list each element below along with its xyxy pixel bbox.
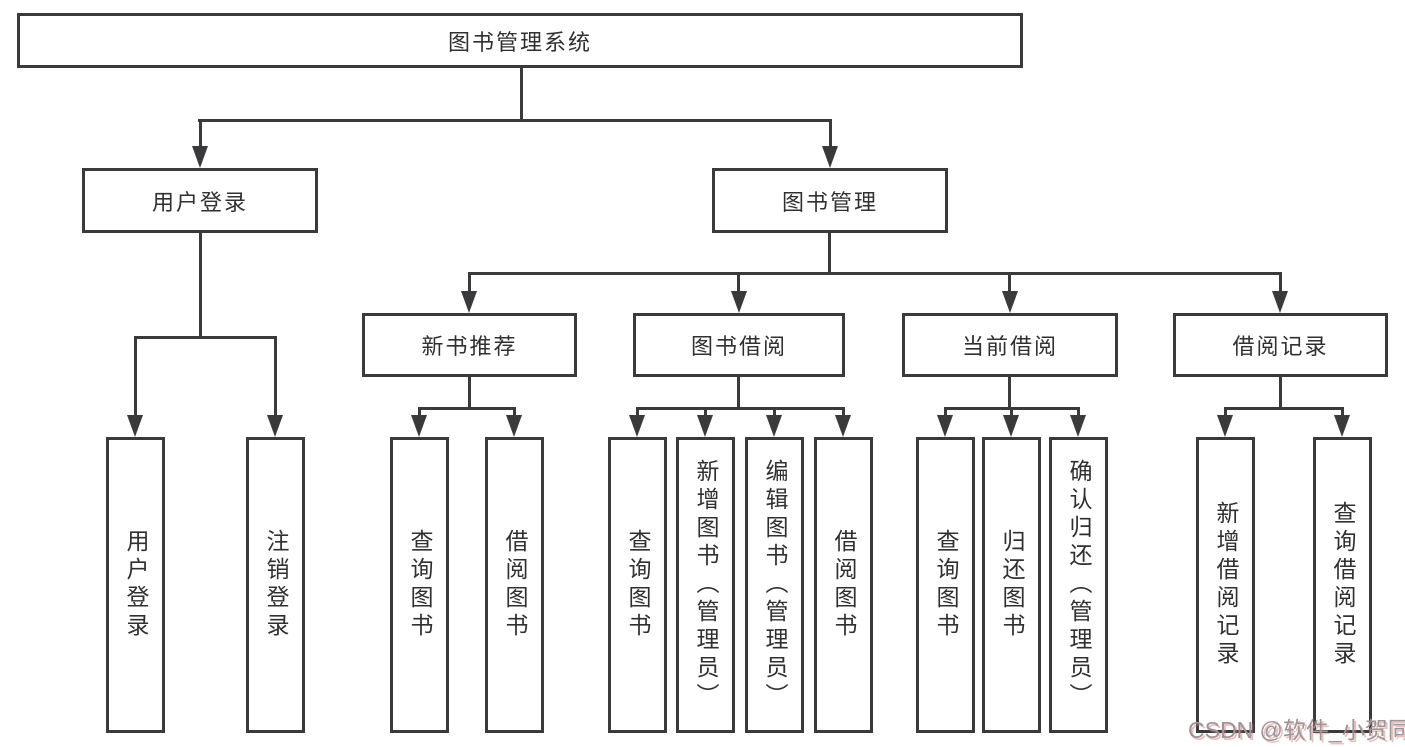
edge-line	[1077, 407, 1080, 417]
node-borrow-records: 借阅记录	[1173, 313, 1388, 377]
arrowhead-down-icon	[127, 415, 143, 437]
leaf-confirm-return-admin: 确认归还（管理员）	[1049, 437, 1108, 733]
edge-line	[418, 407, 421, 417]
edge-line	[704, 407, 707, 417]
leaf-add-borrow-record: 新增借阅记录	[1196, 437, 1255, 733]
edge-line	[198, 119, 832, 122]
edge-line	[829, 119, 832, 148]
arrowhead-down-icon	[835, 415, 851, 437]
leaf-query-books-current: 查询图书	[916, 437, 975, 733]
arrowhead-down-icon	[731, 291, 747, 313]
arrowhead-down-icon	[506, 415, 522, 437]
arrowhead-down-icon	[697, 415, 713, 437]
edge-line	[134, 336, 137, 417]
edge-line	[636, 407, 639, 417]
edge-line	[199, 119, 202, 148]
leaf-user-login: 用户登录	[106, 437, 165, 733]
edge-line	[1341, 407, 1344, 417]
edge-line	[1224, 407, 1227, 417]
node-new-book-recommend: 新书推荐	[362, 313, 577, 377]
node-book-borrow: 图书借阅	[633, 313, 845, 377]
arrowhead-down-icon	[1217, 415, 1233, 437]
leaf-add-book-admin: 新增图书（管理员）	[676, 437, 735, 733]
edge-line	[737, 377, 740, 410]
edge-line	[468, 272, 1281, 275]
leaf-return-book: 归还图书	[982, 437, 1041, 733]
arrowhead-down-icon	[629, 415, 645, 437]
edge-line	[1010, 407, 1013, 417]
leaf-query-books-borrow: 查询图书	[608, 437, 667, 733]
edge-line	[737, 272, 740, 293]
node-user-login: 用户登录	[82, 168, 318, 233]
leaf-borrow-books-recommend: 借阅图书	[485, 437, 544, 733]
edge-line	[274, 336, 277, 417]
edge-line	[842, 407, 845, 417]
edge-line	[1224, 407, 1344, 410]
arrowhead-down-icon	[1002, 291, 1018, 313]
edge-line	[1279, 377, 1282, 410]
edge-line	[1008, 272, 1011, 293]
node-root: 图书管理系统	[17, 13, 1023, 68]
arrowhead-down-icon	[822, 146, 838, 168]
edge-line	[520, 68, 523, 120]
arrowhead-down-icon	[1070, 415, 1086, 437]
edge-line	[418, 407, 516, 410]
node-current-borrow: 当前借阅	[902, 313, 1118, 377]
edge-line	[1279, 272, 1282, 293]
leaf-query-borrow-record: 查询借阅记录	[1313, 437, 1372, 733]
leaf-edit-book-admin: 编辑图书（管理员）	[745, 437, 804, 733]
edge-line	[944, 407, 947, 417]
node-book-management: 图书管理	[712, 168, 948, 233]
arrowhead-down-icon	[766, 415, 782, 437]
leaf-logout: 注销登录	[246, 437, 305, 733]
arrowhead-down-icon	[192, 146, 208, 168]
edge-line	[773, 407, 776, 417]
edge-line	[636, 407, 845, 410]
leaf-query-books-recommend: 查询图书	[390, 437, 449, 733]
edge-line	[513, 407, 516, 417]
edge-line	[1008, 377, 1011, 410]
arrowhead-down-icon	[1334, 415, 1350, 437]
watermark: CSDN @软件_小贺同学	[1188, 717, 1405, 743]
arrowhead-down-icon	[1003, 415, 1019, 437]
edge-line	[468, 377, 471, 410]
arrowhead-down-icon	[461, 291, 477, 313]
edge-line	[134, 336, 277, 339]
edge-line	[828, 233, 831, 275]
arrowhead-down-icon	[411, 415, 427, 437]
leaf-borrow-books: 借阅图书	[814, 437, 873, 733]
arrowhead-down-icon	[1272, 291, 1288, 313]
edge-line	[199, 233, 202, 339]
edge-line	[468, 272, 471, 293]
arrowhead-down-icon	[267, 415, 283, 437]
arrowhead-down-icon	[937, 415, 953, 437]
